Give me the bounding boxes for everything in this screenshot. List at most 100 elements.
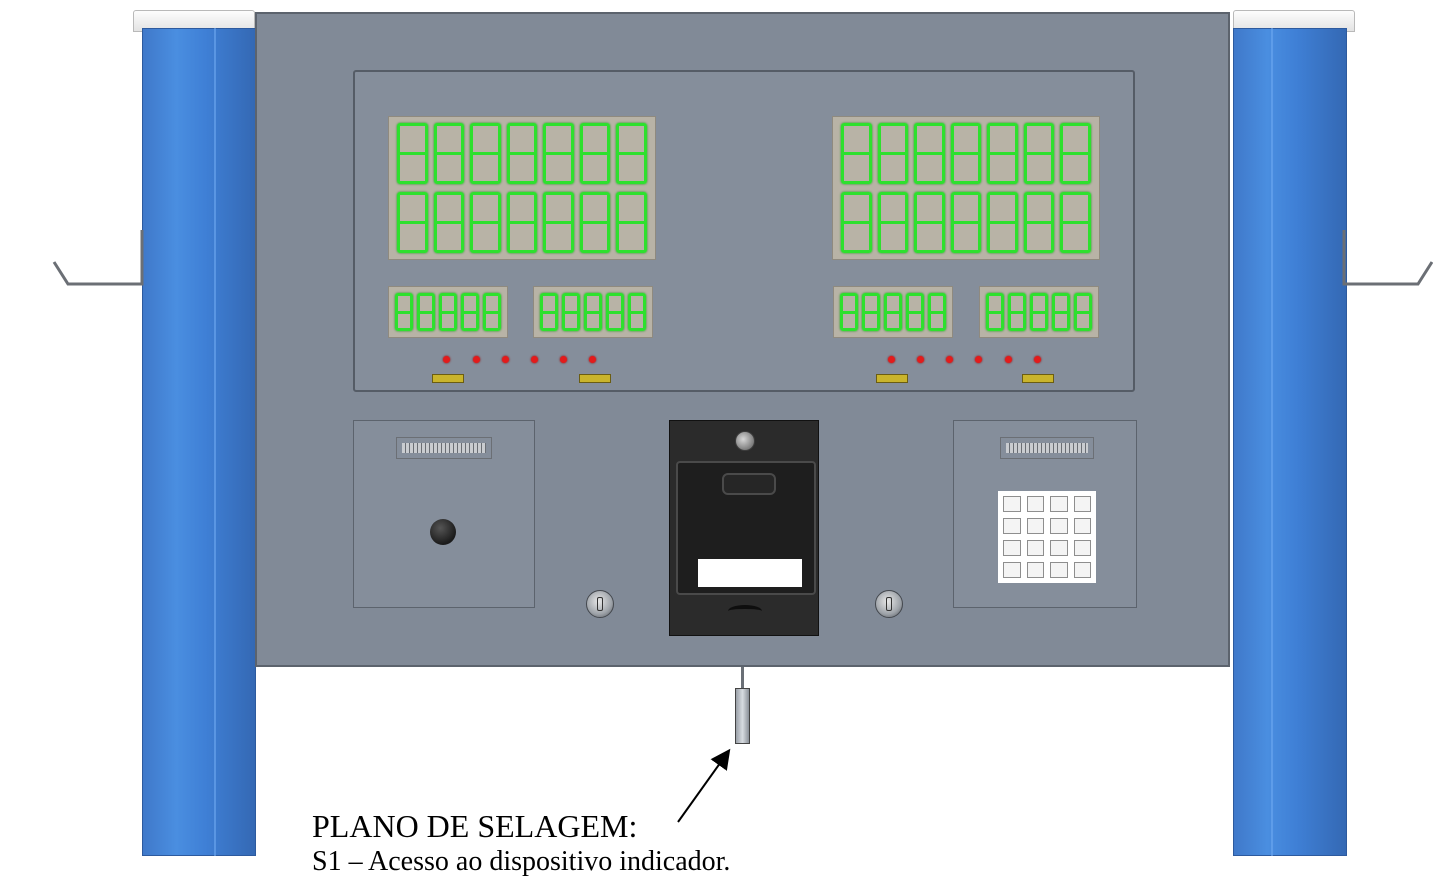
sealing-plan-item: S1 – Acesso ao dispositivo indicador. xyxy=(312,846,731,877)
label-tag xyxy=(1022,374,1054,383)
seven-segment-digit xyxy=(506,192,538,253)
seven-segment-digit xyxy=(1052,293,1070,331)
keypad-key[interactable] xyxy=(1003,562,1021,578)
seven-segment-digit xyxy=(470,192,501,253)
printer-screw xyxy=(735,431,755,451)
label-tag xyxy=(876,374,908,383)
indicator-led xyxy=(502,356,509,363)
printer-body xyxy=(676,461,816,609)
seven-segment-digit xyxy=(543,123,574,184)
paper-exit xyxy=(728,605,762,617)
seven-segment-digit xyxy=(470,123,501,184)
seven-segment-digit xyxy=(628,293,646,331)
keypad-key[interactable] xyxy=(1073,562,1091,578)
seal-s1 xyxy=(735,688,750,744)
seven-segment-digit xyxy=(439,293,457,331)
seven-segment-digit xyxy=(884,293,902,331)
indicator-led xyxy=(473,356,480,363)
seven-segment-digit xyxy=(606,293,624,331)
seven-segment-digit xyxy=(1030,293,1048,331)
indicator-led xyxy=(560,356,567,363)
seven-segment-digit xyxy=(395,293,413,331)
seven-segment-digit xyxy=(1008,293,1026,331)
seven-segment-digit xyxy=(906,293,924,331)
sealing-plan-title: PLANO DE SELAGEM: xyxy=(312,808,638,844)
right-hook xyxy=(1342,230,1433,286)
seven-segment-digit xyxy=(950,192,982,253)
seven-segment-digit xyxy=(540,293,558,331)
knob-button[interactable] xyxy=(430,519,456,545)
lcd-small-1 xyxy=(388,286,508,338)
keypad xyxy=(998,491,1096,583)
connector-port xyxy=(1000,437,1094,459)
seven-segment-digit xyxy=(616,192,647,253)
paper-slot xyxy=(698,559,802,587)
printer-grip xyxy=(722,473,776,495)
seven-segment-digit xyxy=(433,123,465,184)
lcd-display-right xyxy=(832,116,1100,260)
right-lock[interactable] xyxy=(875,590,903,618)
seven-segment-digit xyxy=(584,293,602,331)
label-tag xyxy=(579,374,611,383)
seven-segment-digit xyxy=(928,293,946,331)
keypad-key[interactable] xyxy=(1073,540,1091,556)
left-lock[interactable] xyxy=(586,590,614,618)
seven-segment-digit xyxy=(914,192,945,253)
keypad-key[interactable] xyxy=(1050,496,1068,512)
indicator-led xyxy=(888,356,895,363)
keypad-key[interactable] xyxy=(1050,540,1068,556)
seven-segment-digit xyxy=(616,123,647,184)
keypad-key[interactable] xyxy=(1026,540,1044,556)
seven-segment-digit xyxy=(1060,123,1091,184)
seven-segment-digit xyxy=(841,123,872,184)
seven-segment-digit xyxy=(840,293,858,331)
label-tag xyxy=(432,374,464,383)
ticket-printer xyxy=(669,420,819,636)
indicator-led xyxy=(443,356,450,363)
seven-segment-digit xyxy=(1074,293,1092,331)
seven-segment-digit xyxy=(914,123,945,184)
keypad-key[interactable] xyxy=(1073,496,1091,512)
seven-segment-digit xyxy=(506,123,538,184)
keypad-key[interactable] xyxy=(1050,562,1068,578)
keypad-key[interactable] xyxy=(1050,518,1068,534)
seven-segment-digit xyxy=(483,293,501,331)
keypad-key[interactable] xyxy=(1073,518,1091,534)
indicator-led xyxy=(946,356,953,363)
indicator-led xyxy=(917,356,924,363)
right-module xyxy=(953,420,1137,608)
keypad-key[interactable] xyxy=(1003,496,1021,512)
keypad-key[interactable] xyxy=(1026,518,1044,534)
keypad-key[interactable] xyxy=(1026,496,1044,512)
seven-segment-digit xyxy=(987,123,1018,184)
seven-segment-digit xyxy=(877,123,909,184)
seven-segment-digit xyxy=(1023,192,1055,253)
seven-segment-digit xyxy=(877,192,909,253)
indicator-led xyxy=(531,356,538,363)
right-pillar xyxy=(1233,28,1347,856)
indicator-led xyxy=(975,356,982,363)
keypad-key[interactable] xyxy=(1026,562,1044,578)
lcd-small-3 xyxy=(833,286,953,338)
seven-segment-digit xyxy=(397,123,428,184)
left-module xyxy=(353,420,535,608)
keypad-key[interactable] xyxy=(1003,518,1021,534)
seven-segment-digit xyxy=(397,192,428,253)
seven-segment-digit xyxy=(1023,123,1055,184)
seven-segment-digit xyxy=(562,293,580,331)
seven-segment-digit xyxy=(433,192,465,253)
indicator-led xyxy=(1005,356,1012,363)
keypad-key[interactable] xyxy=(1003,540,1021,556)
seven-segment-digit xyxy=(461,293,479,331)
seven-segment-digit xyxy=(862,293,880,331)
indicator-cabinet xyxy=(255,12,1230,667)
seven-segment-digit xyxy=(543,192,574,253)
indicator-led xyxy=(589,356,596,363)
seal-wire xyxy=(741,667,744,689)
connector-port xyxy=(396,437,492,459)
seven-segment-digit xyxy=(950,123,982,184)
seven-segment-digit xyxy=(579,192,611,253)
seven-segment-digit xyxy=(579,123,611,184)
seven-segment-digit xyxy=(841,192,872,253)
indicator-led xyxy=(1034,356,1041,363)
